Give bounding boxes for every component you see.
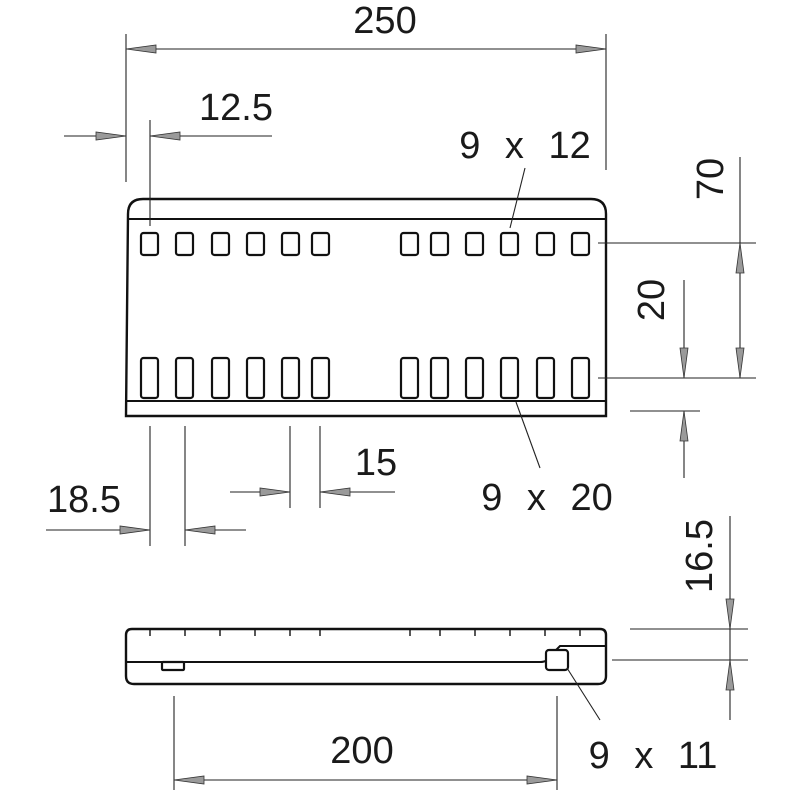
small-slot xyxy=(280,231,301,257)
dimension-side-height: 16.5 xyxy=(612,516,748,720)
dimension-pitch: 15 xyxy=(230,426,397,508)
small-slot xyxy=(535,231,556,257)
large-slot xyxy=(429,356,450,400)
large-slot xyxy=(245,356,266,400)
small-slot xyxy=(464,231,485,257)
small-slot xyxy=(570,231,591,257)
callout-small-slot: 9 x 12 xyxy=(459,125,591,229)
dimension-side-hole-spacing: 200 xyxy=(173,696,558,790)
large-slots xyxy=(139,356,591,400)
dimension-edge-offset: 12.5 xyxy=(64,87,273,226)
large-slot xyxy=(570,356,591,400)
small-slot xyxy=(139,231,160,257)
callout-side-hole: 9 x 11 xyxy=(566,667,718,777)
large-slot xyxy=(399,356,420,400)
side-view xyxy=(124,627,608,686)
side-hole-spacing-label: 200 xyxy=(330,730,393,772)
dimension-hole-offset: 18.5 xyxy=(46,426,246,546)
side-ticks xyxy=(149,629,581,636)
side-hole-size-label: 9 x 11 xyxy=(589,735,718,777)
vertical-spacing-label: 20 xyxy=(631,279,673,321)
large-slot xyxy=(464,356,485,400)
large-slot-size-label: 9 x 20 xyxy=(481,477,613,519)
large-slot xyxy=(310,356,331,400)
side-profile-outline xyxy=(124,627,608,686)
small-slot-size-label: 9 x 12 xyxy=(459,125,591,167)
large-slot xyxy=(499,356,520,400)
large-slot xyxy=(210,356,231,400)
large-slot xyxy=(535,356,556,400)
large-slot xyxy=(139,356,160,400)
hole-offset-label: 18.5 xyxy=(47,479,121,521)
small-slot xyxy=(174,231,195,257)
large-slot xyxy=(174,356,195,400)
plate-outline xyxy=(124,197,608,418)
dimension-height: 70 xyxy=(598,157,756,379)
pitch-label: 15 xyxy=(355,442,397,484)
overall-width-label: 250 xyxy=(353,0,416,42)
side-notch xyxy=(160,660,186,672)
side-height-label: 16.5 xyxy=(679,519,721,593)
small-slot xyxy=(399,231,420,257)
small-slot xyxy=(499,231,520,257)
small-slot xyxy=(429,231,450,257)
large-slot xyxy=(280,356,301,400)
edge-offset-label: 12.5 xyxy=(199,87,273,129)
small-slot xyxy=(210,231,231,257)
side-hole xyxy=(544,648,570,672)
small-slot xyxy=(310,231,331,257)
front-view xyxy=(124,197,608,418)
dimension-vertical-spacing: 20 xyxy=(630,279,700,478)
height-label: 70 xyxy=(690,158,732,200)
dimension-overall-width: 250 xyxy=(125,0,607,182)
callout-large-slot: 9 x 20 xyxy=(481,401,613,519)
small-slots xyxy=(139,231,591,257)
small-slot xyxy=(245,231,266,257)
